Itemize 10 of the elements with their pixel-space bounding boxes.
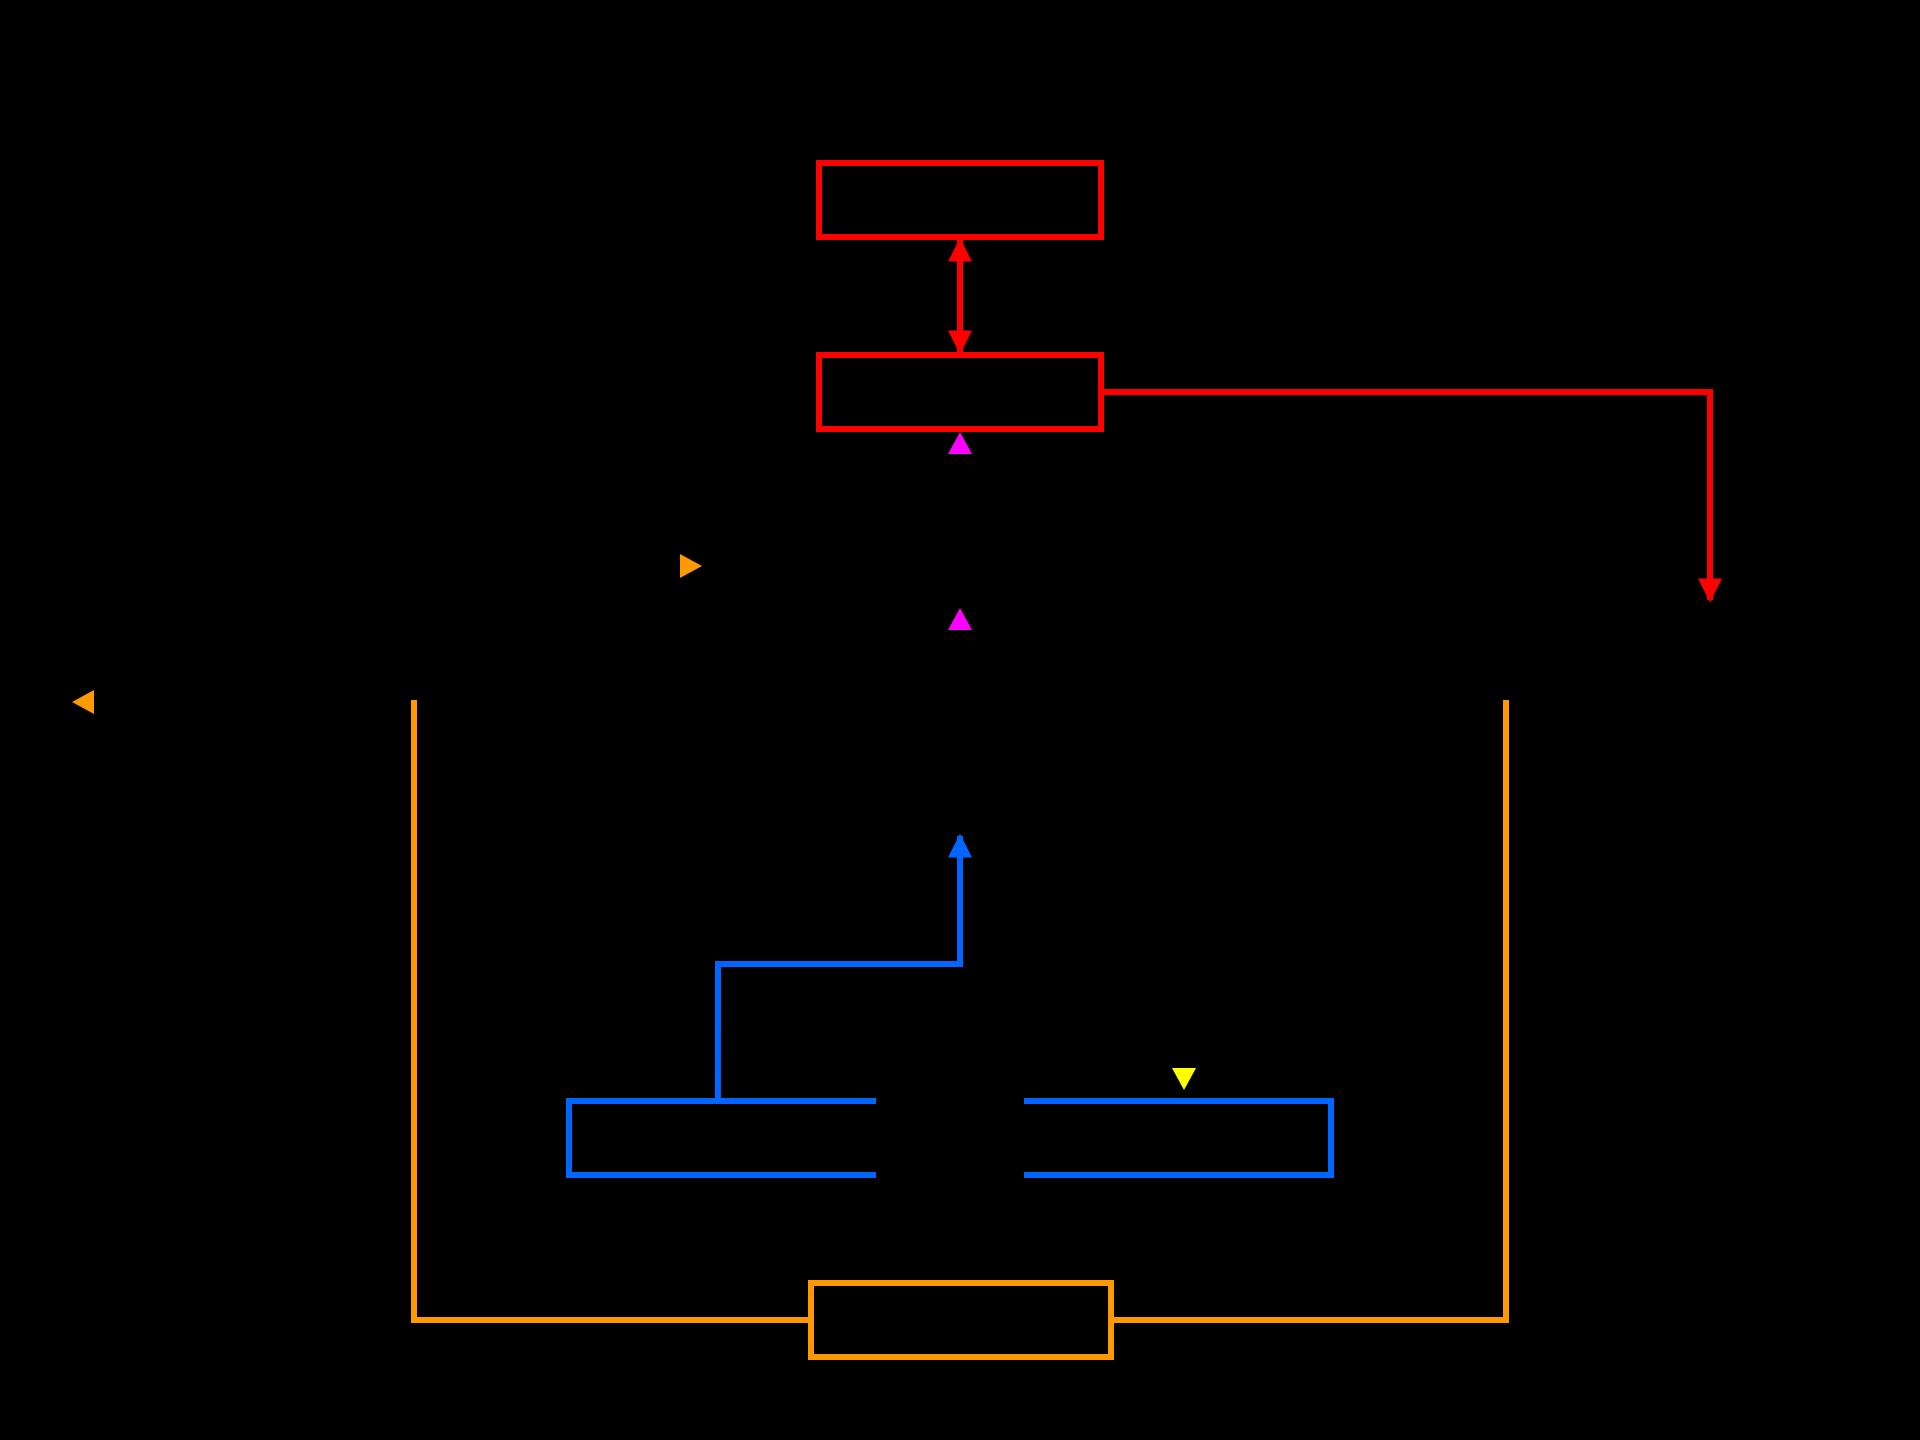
outline-box	[816, 160, 1104, 240]
arrow	[1104, 389, 1722, 603]
bracket-shape	[566, 1098, 876, 1178]
outline-box	[808, 1280, 1114, 1360]
arrow	[714, 833, 972, 1098]
connector-line	[411, 700, 808, 1323]
outline-box	[816, 352, 1104, 432]
bracket-shape	[1024, 1098, 1334, 1178]
arrow	[948, 237, 972, 355]
connector-line	[1114, 700, 1509, 1323]
